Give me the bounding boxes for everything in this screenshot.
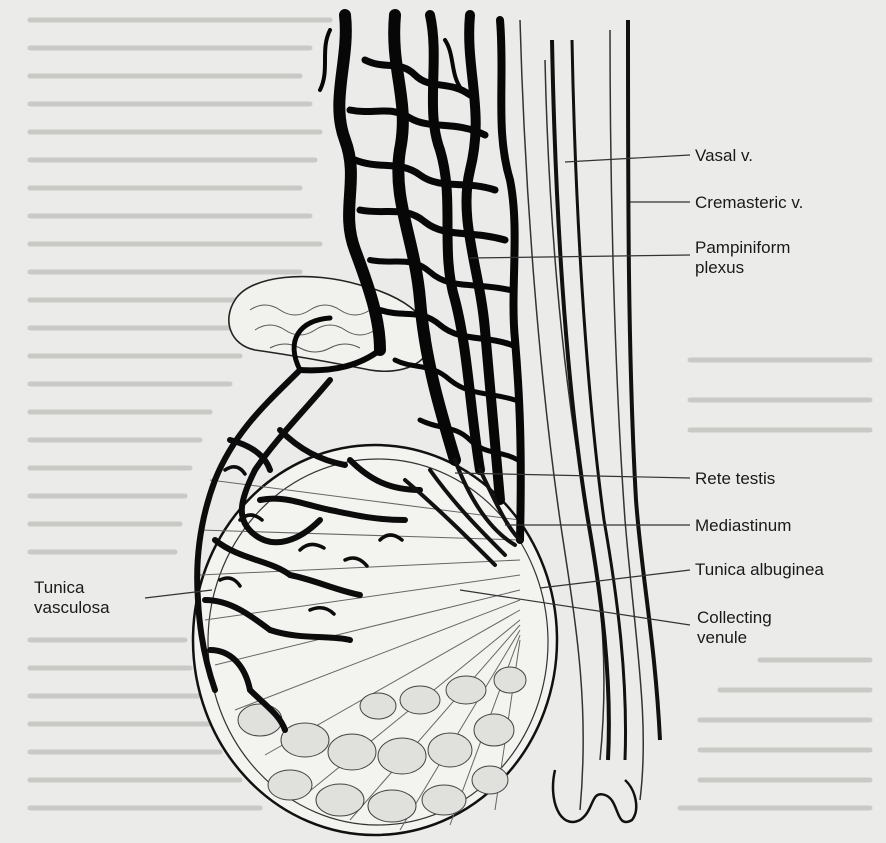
label-tunica-albuginea: Tunica albuginea (695, 560, 824, 580)
label-mediastinum: Mediastinum (695, 516, 791, 536)
label-rete-testis: Rete testis (695, 469, 775, 489)
label-pampiniform-plexus: Pampiniform plexus (695, 238, 790, 278)
vasal-vein (552, 40, 609, 760)
label-collecting-venule: Collecting venule (697, 608, 772, 648)
label-tunica-vasculosa: Tunica vasculosa (34, 578, 110, 618)
cremasteric-vein (628, 20, 660, 740)
label-vasal-v: Vasal v. (695, 146, 753, 166)
leader-rete-testis (455, 473, 690, 478)
label-cremasteric-v: Cremasteric v. (695, 193, 803, 213)
cord-coil-bottom (553, 770, 636, 822)
epididymis-head (229, 277, 430, 372)
